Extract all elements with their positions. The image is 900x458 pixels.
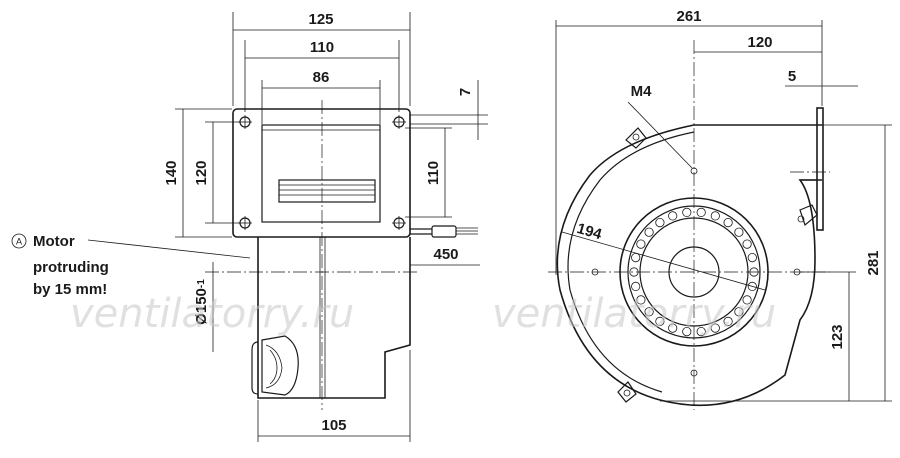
dim-123: 123 (829, 324, 846, 349)
side-outlet-flange (816, 107, 824, 231)
dim-450: 450 (433, 246, 458, 263)
side-mounting-tabs (617, 127, 647, 403)
impeller-blade (644, 307, 654, 317)
impeller-blade (723, 316, 733, 326)
impeller-blade (631, 281, 641, 291)
dim-86: 86 (313, 69, 330, 86)
m4-leader (627, 101, 693, 169)
dim-110-vertical: 110 (425, 161, 442, 185)
impeller-blade (668, 323, 678, 333)
impeller-blade (710, 323, 720, 333)
front-cable (410, 225, 478, 238)
impeller-blade (734, 307, 744, 317)
front-housing-body (257, 237, 411, 399)
front-motor-bulge (251, 341, 259, 395)
impeller-blade (734, 227, 744, 237)
dim-140: 140 (163, 160, 180, 185)
dim-110-top: 110 (310, 39, 334, 56)
impeller-blade (696, 326, 706, 337)
dim-125: 125 (308, 11, 333, 28)
impeller-blade (747, 281, 757, 291)
note-badge (11, 233, 27, 249)
dim-194-line (561, 231, 766, 291)
side-scroll-inner (567, 131, 695, 393)
note-badge-letter: A (16, 237, 22, 247)
note-line-3: by 15 mm! (33, 281, 107, 298)
note-line-2: protruding (33, 259, 109, 276)
impeller-blade (636, 239, 646, 249)
impeller-blade (723, 218, 733, 228)
impeller-blade (747, 253, 757, 263)
front-view: 125 110 86 7 140 120 110 450 (163, 11, 488, 442)
impeller-blade (742, 295, 752, 305)
impeller-blade (655, 218, 665, 228)
side-view: 261 120 5 M4 194 281 123 (548, 8, 892, 410)
dim-194: 194 (575, 220, 604, 243)
impeller-blade (710, 211, 720, 221)
front-motor-terminal (261, 335, 299, 396)
watermark-left: ventilatorry.ru (70, 291, 354, 337)
dim-281: 281 (865, 250, 882, 275)
impeller-blade (668, 211, 678, 221)
side-scroll-housing (556, 124, 822, 407)
dim-261: 261 (676, 8, 701, 25)
impeller-blade (682, 207, 692, 217)
impeller-blade (696, 207, 706, 217)
dim-7: 7 (457, 88, 474, 96)
impeller-blade (655, 316, 665, 326)
impeller-blade (682, 326, 692, 337)
dim-105: 105 (321, 417, 346, 434)
dim-120-side: 120 (747, 34, 772, 51)
impeller-blade (636, 295, 646, 305)
front-flange-plate (232, 108, 411, 238)
note-line-1: Motor (33, 233, 75, 250)
front-mounting-holes (238, 115, 406, 230)
side-flange-bracket (799, 204, 818, 227)
dim-120: 120 (193, 160, 210, 185)
impeller-blade (631, 253, 641, 263)
note-leader (87, 239, 251, 259)
dim-5: 5 (788, 68, 796, 85)
watermark-right: ventilatorry.ru (492, 291, 776, 337)
impeller-blade (644, 227, 654, 237)
impeller-blade (742, 239, 752, 249)
front-impeller-blades (278, 179, 376, 203)
dim-dia-150: Ø150-1 (193, 279, 210, 325)
label-m4: M4 (631, 83, 652, 100)
motor-note: A Motor protruding by 15 mm! (11, 233, 251, 298)
front-outlet-opening (261, 124, 381, 223)
